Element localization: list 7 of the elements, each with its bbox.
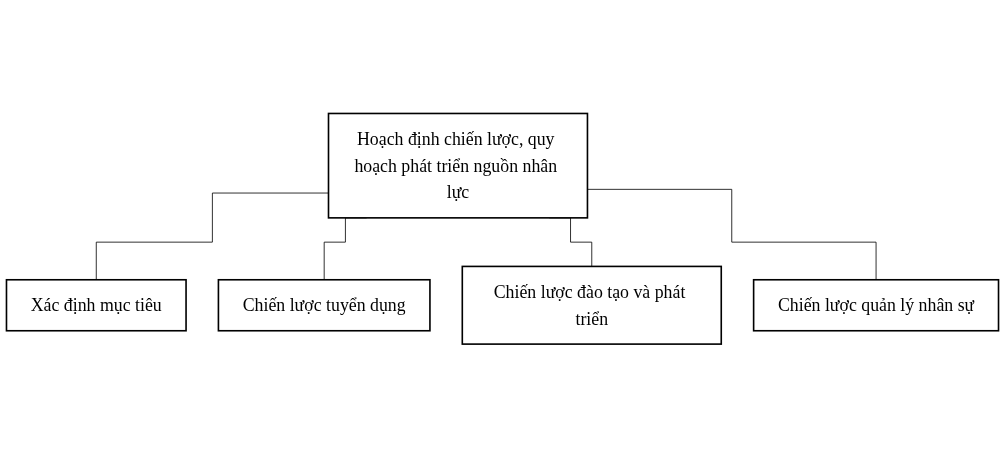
node-box: Xác định mục tiêu <box>5 278 187 332</box>
connector <box>95 192 329 280</box>
node-box: Hoạch định chiến lược, quy hoạch phát triển nguồn nhân lực <box>327 112 589 219</box>
node-box: Chiến lược tuyển dụng <box>217 278 431 332</box>
connector <box>587 188 877 280</box>
node-box: Chiến lược đào tạo và phát triển <box>461 265 723 345</box>
node-box: Chiến lược quản lý nhân sự <box>752 278 1000 332</box>
